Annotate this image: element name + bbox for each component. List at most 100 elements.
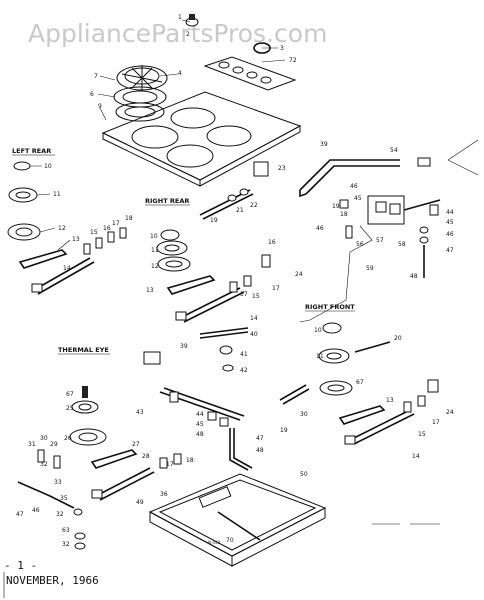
svg-text:32: 32 [40, 461, 48, 468]
svg-text:21: 21 [236, 207, 244, 214]
svg-text:45: 45 [354, 195, 362, 202]
svg-text:16: 16 [103, 225, 111, 232]
svg-text:48: 48 [410, 273, 418, 280]
svg-text:46: 46 [350, 183, 358, 190]
svg-text:43: 43 [136, 409, 144, 416]
svg-text:1: 1 [178, 14, 182, 21]
svg-text:54: 54 [390, 147, 398, 154]
svg-text:20: 20 [394, 335, 402, 342]
svg-text:14: 14 [63, 265, 71, 272]
svg-text:12: 12 [58, 225, 66, 232]
svg-text:17: 17 [166, 461, 174, 468]
svg-text:44: 44 [196, 411, 204, 418]
svg-text:10: 10 [44, 163, 52, 170]
svg-text:17: 17 [432, 419, 440, 426]
svg-text:14: 14 [412, 453, 420, 460]
svg-text:32: 32 [56, 511, 64, 518]
svg-text:57: 57 [376, 237, 384, 244]
svg-text:10: 10 [314, 327, 322, 334]
svg-text:42: 42 [240, 367, 248, 374]
svg-text:28: 28 [142, 453, 150, 460]
svg-text:45: 45 [196, 421, 204, 428]
svg-text:70: 70 [226, 537, 234, 544]
svg-text:13: 13 [72, 236, 80, 243]
svg-text:3: 3 [280, 45, 284, 52]
svg-text:13: 13 [386, 397, 394, 404]
page-number: - 1 - [4, 559, 37, 572]
svg-text:4: 4 [178, 70, 182, 77]
svg-text:23: 23 [278, 165, 286, 172]
svg-text:72: 72 [289, 57, 297, 64]
svg-text:47: 47 [446, 247, 454, 254]
svg-text:19: 19 [332, 203, 340, 210]
left-rear-burner-group: LEFT REAR 10 11 12 13 14 15 16 17 18 [7, 147, 133, 295]
svg-text:46: 46 [446, 231, 454, 238]
svg-text:48: 48 [256, 447, 264, 454]
svg-text:35: 35 [60, 495, 68, 502]
svg-text:67: 67 [66, 391, 74, 398]
thermal-eye-group: THERMAL EYE 67 25 26 27 28 31 30 29 32 3… [16, 346, 194, 550]
drawing-code: N-448 [208, 540, 221, 545]
watermark: AppliancePartsPros.com [28, 19, 327, 48]
svg-text:22: 22 [250, 202, 258, 209]
svg-text:11: 11 [316, 353, 324, 360]
svg-text:15: 15 [90, 229, 98, 236]
svg-text:16: 16 [268, 239, 276, 246]
front-manifold-group: 40 41 42 39 43 44 45 48 47 48 30 19 [136, 327, 310, 471]
svg-text:46: 46 [316, 225, 324, 232]
svg-text:25: 25 [66, 405, 74, 412]
svg-text:46: 46 [32, 507, 40, 514]
svg-text:18: 18 [340, 211, 348, 218]
svg-text:17: 17 [272, 285, 280, 292]
svg-text:13: 13 [146, 287, 154, 294]
svg-text:9: 9 [98, 103, 102, 110]
svg-text:67: 67 [356, 379, 364, 386]
svg-text:59: 59 [366, 265, 374, 272]
svg-text:14: 14 [250, 315, 258, 322]
svg-text:50: 50 [300, 471, 308, 478]
svg-text:49: 49 [136, 499, 144, 506]
section-label-thermal-eye: THERMAL EYE [58, 346, 109, 354]
section-label-right-rear: RIGHT REAR [145, 197, 189, 205]
svg-text:12: 12 [151, 263, 159, 270]
svg-text:31: 31 [28, 441, 36, 448]
svg-text:27: 27 [132, 441, 140, 448]
svg-text:10: 10 [150, 233, 158, 240]
svg-text:48: 48 [196, 431, 204, 438]
svg-text:30: 30 [300, 411, 308, 418]
svg-text:15: 15 [418, 431, 426, 438]
footer-date: NOVEMBER, 1966 [6, 574, 99, 587]
svg-text:11: 11 [53, 191, 61, 198]
section-label-left-rear: LEFT REAR [12, 147, 51, 155]
svg-text:36: 36 [160, 491, 168, 498]
svg-text:39: 39 [320, 141, 328, 148]
svg-text:32: 32 [62, 541, 70, 548]
svg-text:45: 45 [446, 219, 454, 226]
cooktop-assembly: 1 2 3 4 6 7 9 72 [90, 14, 302, 187]
right-rear-burner-group: RIGHT REAR 10 11 12 13 14 15 17 37 24 19… [145, 161, 303, 323]
svg-text:24: 24 [446, 409, 454, 416]
svg-text:19: 19 [210, 217, 218, 224]
right-front-burner-group: RIGHT FRONT 10 11 20 67 13 14 15 17 24 [305, 303, 454, 460]
svg-text:44: 44 [446, 209, 454, 216]
svg-text:30: 30 [40, 435, 48, 442]
svg-text:26: 26 [64, 435, 72, 442]
svg-text:24: 24 [295, 271, 303, 278]
svg-text:63: 63 [62, 527, 70, 534]
svg-text:19: 19 [280, 427, 288, 434]
svg-text:29: 29 [50, 441, 58, 448]
svg-text:39: 39 [180, 343, 188, 350]
svg-text:37: 37 [240, 291, 248, 298]
svg-text:17: 17 [112, 220, 120, 227]
manifold-group: 39 54 46 45 19 18 46 56 57 58 59 44 45 4… [299, 139, 479, 323]
svg-text:18: 18 [186, 457, 194, 464]
svg-text:41: 41 [240, 351, 248, 358]
svg-text:2: 2 [186, 31, 190, 38]
svg-text:6: 6 [90, 91, 94, 98]
svg-text:56: 56 [356, 241, 364, 248]
svg-text:47: 47 [16, 511, 24, 518]
svg-text:15: 15 [252, 293, 260, 300]
svg-text:7: 7 [94, 73, 98, 80]
drip-tray: 50 49 70 N-448 [136, 471, 440, 567]
svg-text:40: 40 [250, 331, 258, 338]
